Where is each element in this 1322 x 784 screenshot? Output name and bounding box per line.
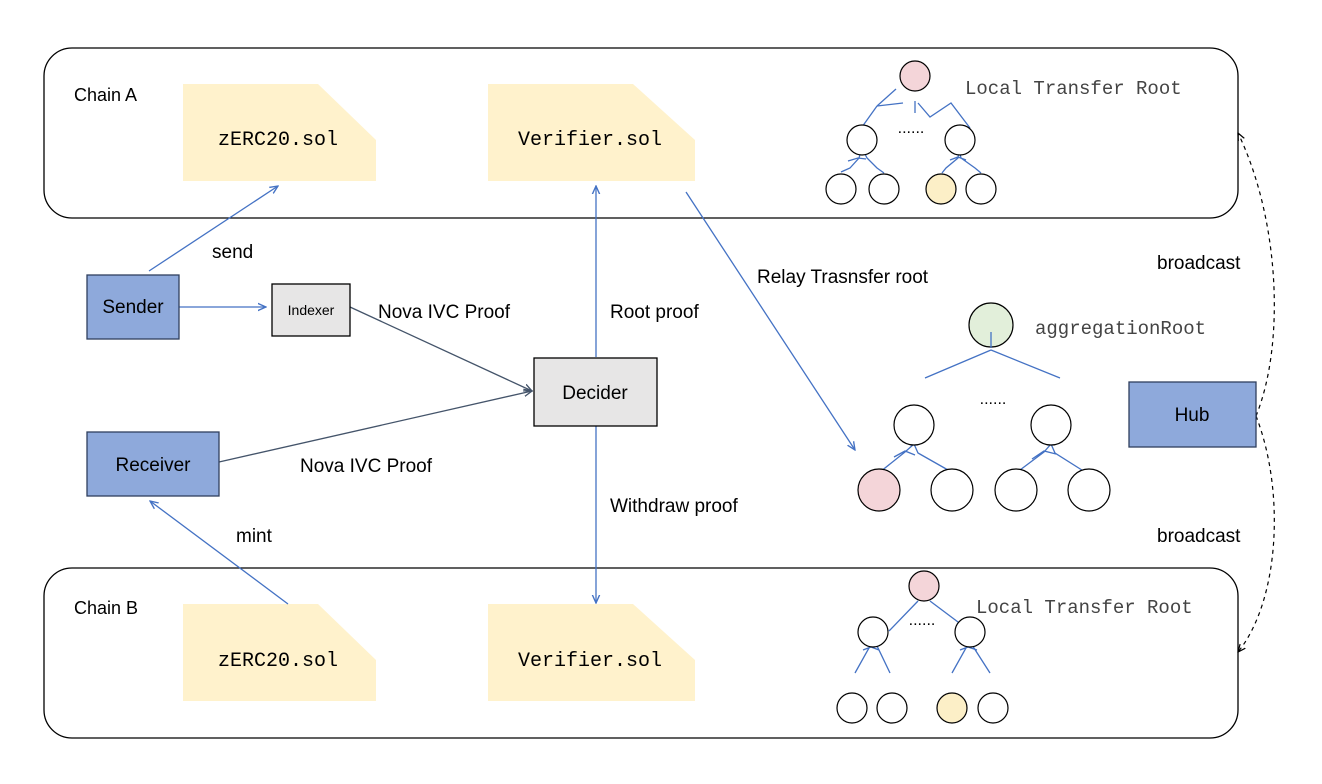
chain-a-token-note-shape	[183, 84, 376, 181]
receiver-to-decider-arrow	[218, 391, 532, 463]
receiver-box	[86, 431, 220, 497]
tree-node	[954, 616, 986, 648]
mint-label: mint	[236, 526, 273, 547]
chain-a-label: Chain A	[74, 85, 137, 105]
tree-leaf-node	[836, 692, 868, 724]
sender-label: Sender	[102, 297, 164, 318]
chain-a-root-label: Local Transfer Root	[965, 78, 1182, 100]
tree-leaf-node	[1067, 468, 1111, 512]
tree-leaf-node	[930, 468, 974, 512]
broadcast-bottom-label: broadcast	[1157, 526, 1241, 547]
tree-node	[857, 616, 889, 648]
tree-edges-top	[924, 349, 1061, 379]
receiver-node: Receiver	[86, 431, 220, 497]
tree-highlighted-leaf-node	[936, 692, 968, 724]
hub-box	[1128, 381, 1257, 448]
decider-label: Decider	[562, 383, 628, 404]
aggregation-root-label: aggregationRoot	[1035, 318, 1206, 340]
nova-ivc-proof-bottom-label: Nova IVC Proof	[300, 456, 433, 477]
tree-node	[846, 124, 878, 156]
relay-transfer-root-arrow	[685, 191, 855, 450]
send-label: send	[212, 242, 253, 263]
tree-leaf-node	[994, 468, 1038, 512]
chain-a-verifier-filename: Verifier.sol	[518, 129, 662, 152]
tree-highlighted-leaf-node	[925, 173, 957, 205]
chain-b-token-contract: zERC20.sol	[183, 604, 376, 701]
tree-root-node	[908, 570, 940, 602]
indexer-to-decider-arrow	[349, 306, 532, 391]
chain-b-verifier-filename: Verifier.sol	[518, 650, 662, 673]
chain-b-verifier-contract: Verifier.sol	[488, 604, 695, 701]
chain-b-verifier-note-shape	[488, 604, 695, 701]
chain-b-local-transfer-tree: ...... Local Transfer Root	[836, 570, 1193, 724]
broadcast-top-label: broadcast	[1157, 253, 1241, 274]
tree-edge	[861, 105, 878, 128]
chain-b-token-filename: zERC20.sol	[218, 650, 338, 673]
tree-leaf-node	[965, 173, 997, 205]
sender-box	[86, 274, 180, 340]
broadcast-to-chain-a-arrow	[1238, 133, 1275, 417]
chain-a-token-contract: zERC20.sol	[183, 84, 376, 181]
relay-transfer-root-label: Relay Trasnsfer root	[757, 267, 929, 288]
aggregation-tree: ...... aggregationRoot	[857, 302, 1206, 512]
tree-edges-left	[879, 443, 949, 473]
tree-leaf-node	[825, 173, 857, 205]
withdraw-proof-label: Withdraw proof	[610, 496, 738, 517]
hub-label: Hub	[1175, 405, 1210, 426]
tree-node	[893, 404, 935, 446]
tree-highlighted-leaf-node	[857, 468, 901, 512]
tree-root-node	[899, 60, 931, 92]
send-arrow	[148, 186, 278, 272]
tree-node	[944, 124, 976, 156]
tree-ellipsis: ......	[898, 120, 925, 137]
tree-edges-right	[1019, 443, 1086, 473]
root-proof-label: Root proof	[610, 302, 699, 323]
tree-ellipsis: ......	[980, 391, 1007, 408]
broadcast-to-chain-b-arrow	[1238, 415, 1275, 652]
chain-a-verifier-note-shape	[488, 84, 695, 181]
decider-node: Decider	[533, 357, 658, 427]
chain-a-local-transfer-tree: ...... Local Transfer Root	[825, 60, 1182, 205]
tree-leaf-node	[876, 692, 908, 724]
edges	[148, 133, 1275, 652]
tree-leaf-node	[977, 692, 1009, 724]
edge-labels: send Nova IVC Proof Nova IVC Proof Root …	[212, 242, 1241, 547]
hub-node: Hub	[1128, 381, 1257, 448]
tree-ellipsis: ......	[909, 612, 936, 629]
sender-node: Sender	[86, 274, 180, 340]
tree-edge	[876, 102, 904, 107]
chain-a-token-filename: zERC20.sol	[218, 129, 338, 152]
indexer-label: Indexer	[288, 302, 335, 318]
chain-a-verifier-contract: Verifier.sol	[488, 84, 695, 181]
indexer-box	[271, 283, 351, 337]
tree-edge	[888, 600, 919, 632]
chain-b-label: Chain B	[74, 598, 138, 618]
tree-leaf-node	[868, 173, 900, 205]
mint-arrow	[150, 501, 289, 605]
decider-box	[533, 357, 658, 427]
chain-b-root-label: Local Transfer Root	[976, 597, 1193, 619]
tree-node	[1030, 404, 1072, 446]
tree-edge	[876, 88, 897, 107]
receiver-label: Receiver	[116, 455, 192, 476]
nova-ivc-proof-top-label: Nova IVC Proof	[378, 302, 511, 323]
chain-b-token-note-shape	[183, 604, 376, 701]
tree-edge	[917, 102, 971, 129]
indexer-node: Indexer	[271, 283, 351, 337]
